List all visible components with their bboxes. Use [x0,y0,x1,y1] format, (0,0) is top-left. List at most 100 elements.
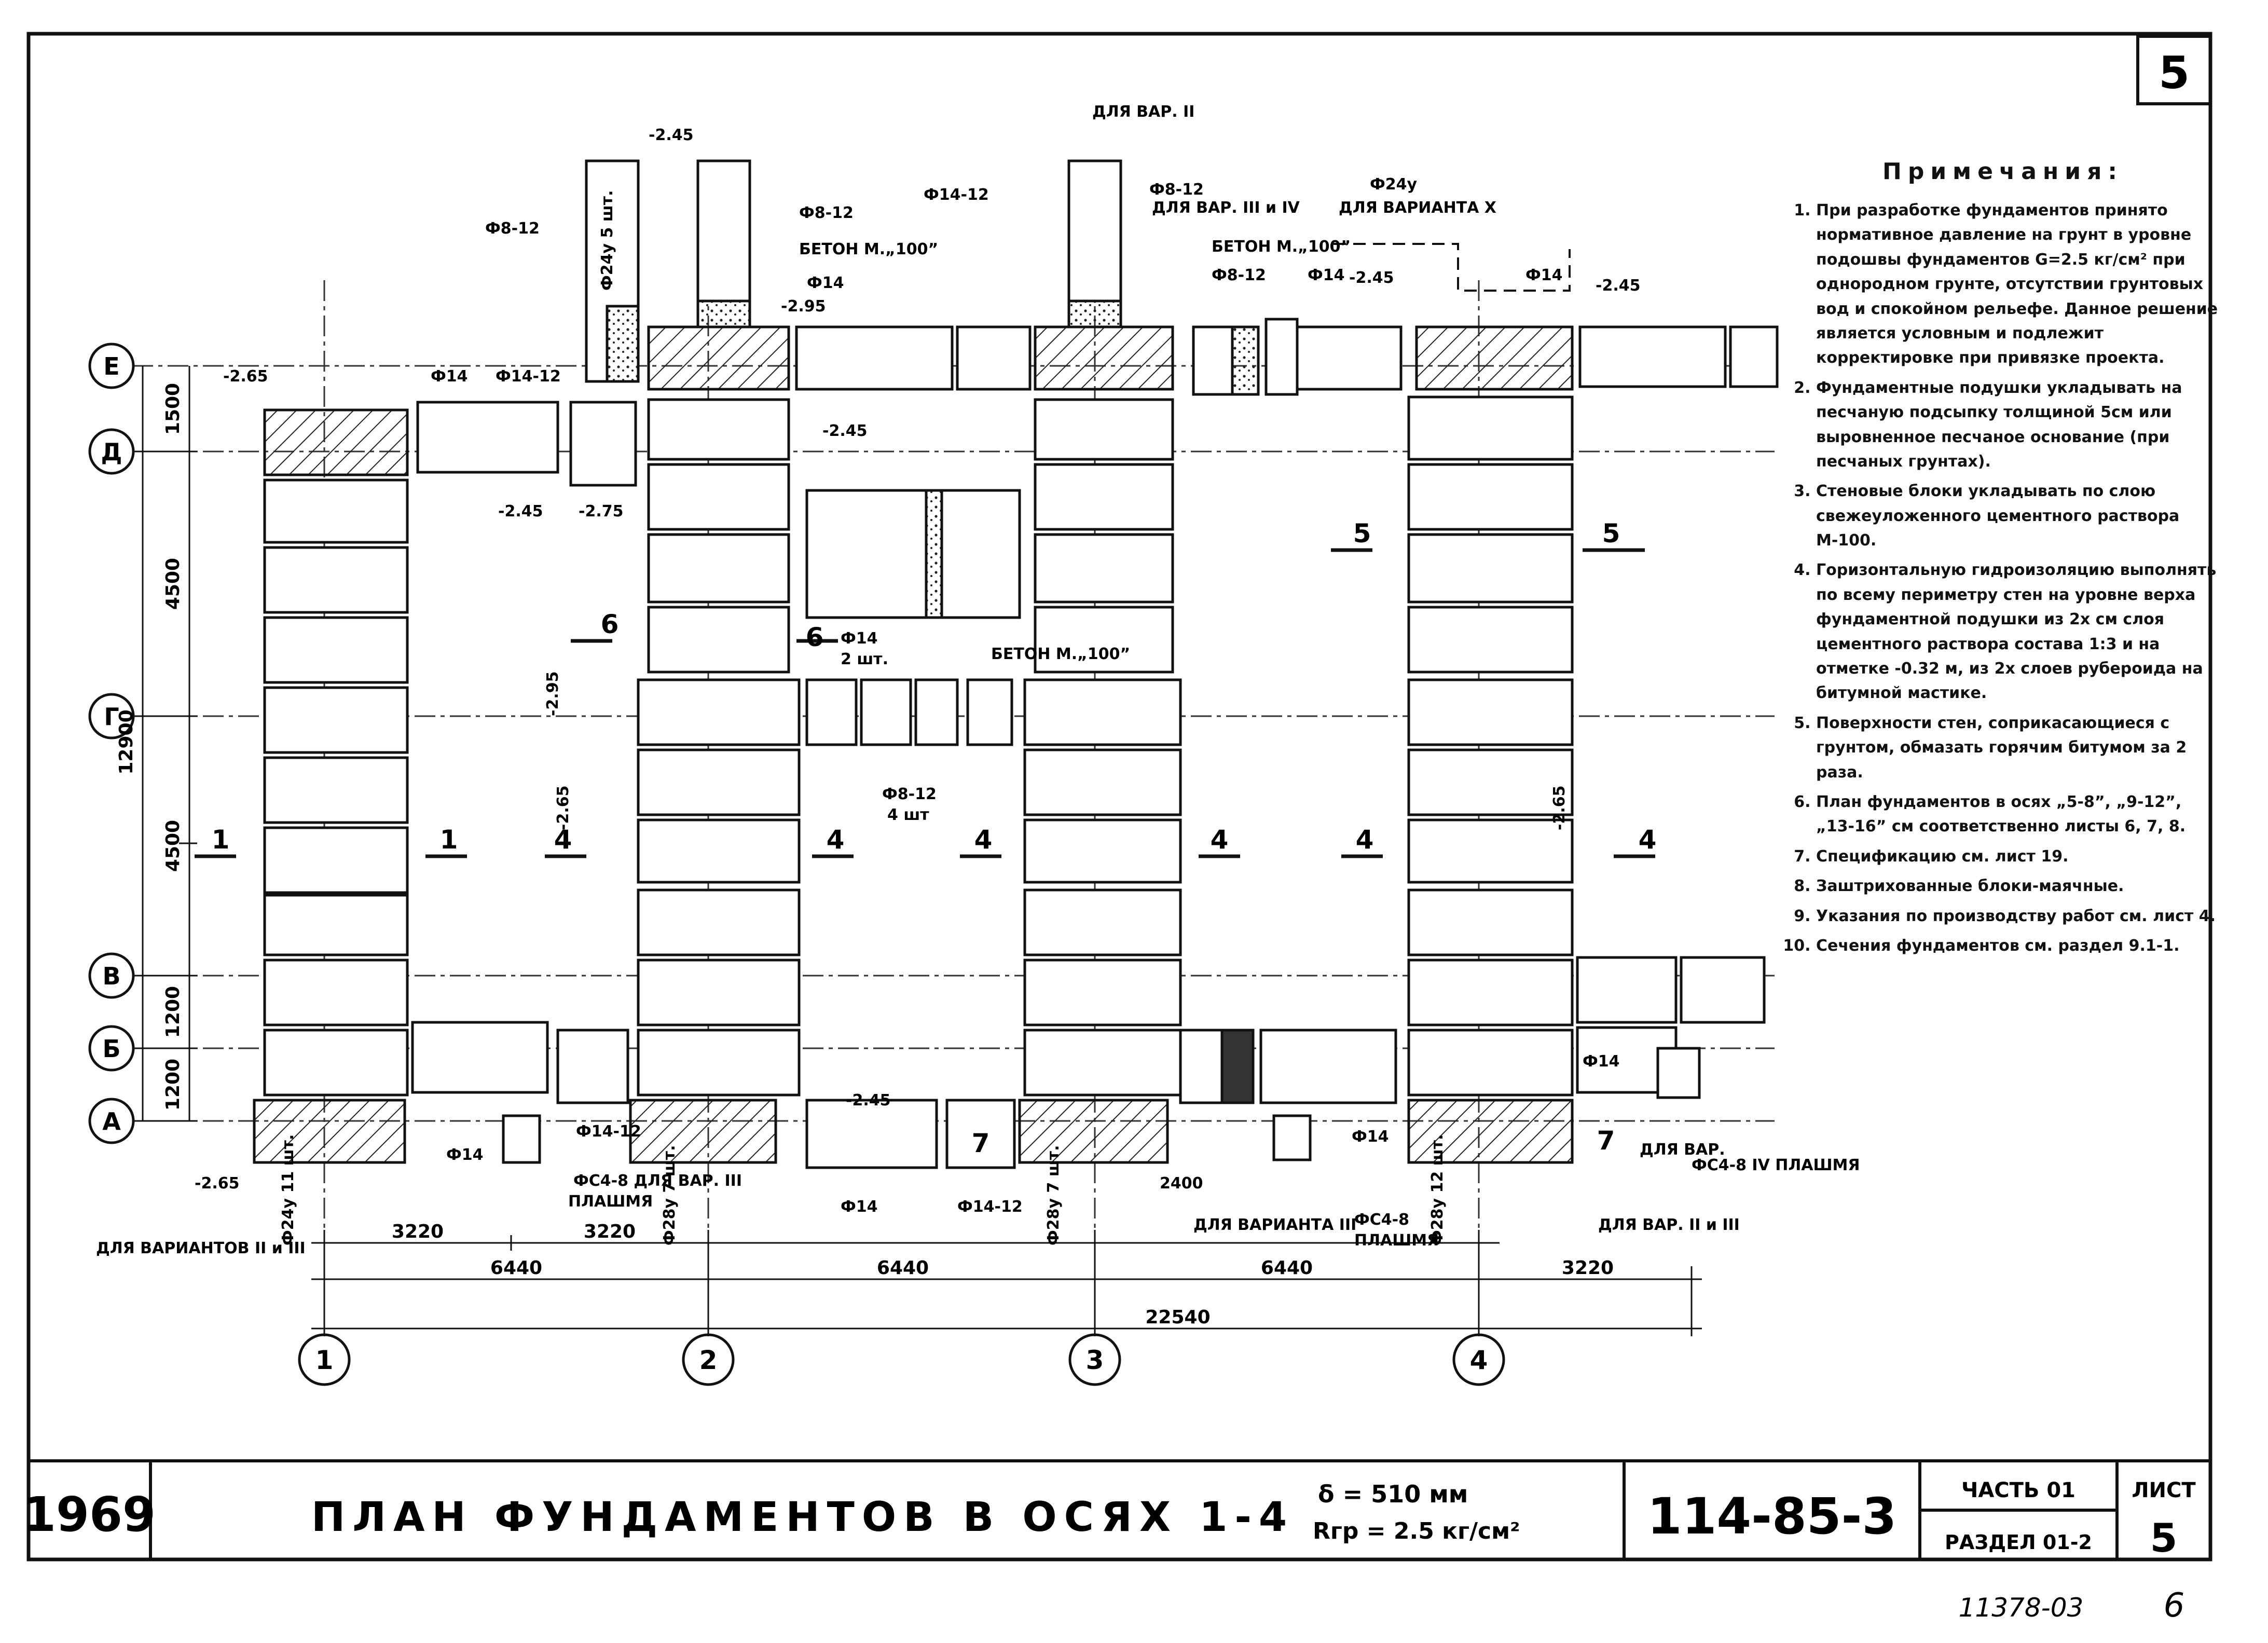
svg-text:-2.65: -2.65 [1550,786,1569,830]
svg-text:ДЛЯ ВАРИАНТА X: ДЛЯ ВАРИАНТА X [1339,199,1496,217]
svg-text:Ф14: Ф14 [841,1198,878,1216]
axis-b: Б [88,1025,135,1072]
marker-block [1034,325,1174,391]
svg-text:1: 1 [440,825,458,855]
title-block-text: 1969 ПЛАН ФУНДАМЕНТОВ В ОСЯХ 1-4 δ = 510… [23,1478,2196,1625]
note-item: План фундаментов в осях „5-8”, „9-12”, „… [1816,790,2221,839]
svg-text:А: А [102,1107,121,1135]
svg-text:-2.45: -2.45 [1596,277,1640,295]
axis-3: 3 [1068,1333,1121,1386]
svg-text:Ф8-12: Ф8-12 [485,220,540,238]
svg-text:Ф28у 12 шт.: Ф28у 12 шт. [1428,1134,1447,1245]
foundation-blocks [253,159,1779,1169]
notes-title: Примечания: [1882,158,2123,185]
svg-text:6: 6 [601,609,619,639]
note-item: Спецификацию см. лист 19. [1816,844,2221,869]
svg-text:Ф14: Ф14 [431,367,468,386]
marker-block [1407,1099,1574,1164]
plan-annotations: ДЛЯ ВАР. II -2.45 Ф8-12 Ф8-12 БЕТОН М.„1… [96,103,1860,1257]
svg-text:4: 4 [554,825,572,855]
svg-text:ДЛЯ ВАРИАНТА III: ДЛЯ ВАРИАНТА III [1193,1216,1356,1234]
svg-text:6440: 6440 [490,1257,542,1279]
svg-text:ФС4-8 ДЛЯ ВАР. III: ФС4-8 ДЛЯ ВАР. III [573,1172,742,1190]
svg-text:-2.45: -2.45 [846,1091,890,1110]
svg-text:4: 4 [827,825,845,855]
svg-text:Ф14: Ф14 [807,274,844,292]
svg-text:Ф24у: Ф24у [1370,175,1417,194]
svg-text:ПЛАН ФУНДАМЕНТОВ В ОСЯХ 1-4: ПЛАН ФУНДАМЕНТОВ В ОСЯХ 1-4 [311,1494,1294,1541]
svg-text:Ф8-12: Ф8-12 [1149,181,1204,199]
note-item: Заштрихованные блоки-маячные. [1816,874,2221,898]
svg-text:-2.45: -2.45 [498,502,543,521]
svg-text:2: 2 [699,1345,718,1375]
section-marks [195,548,1655,858]
note-item: При разработке фундаментов принято норма… [1816,198,2221,371]
svg-text:ДЛЯ ВАРИАНТОВ II и III: ДЛЯ ВАРИАНТОВ II и III [96,1239,306,1257]
svg-text:5: 5 [1353,518,1371,549]
svg-text:1: 1 [212,825,230,855]
svg-text:ЧАСТЬ 01: ЧАСТЬ 01 [1961,1478,2075,1502]
variant-outline [1334,243,1571,292]
svg-text:114-85-3: 114-85-3 [1647,1487,1896,1545]
svg-text:3: 3 [1086,1345,1104,1375]
notes-panel: Примечания: При разработке фундаментов п… [1785,158,2221,963]
svg-text:Ф14: Ф14 [841,629,878,648]
svg-text:1969: 1969 [23,1487,156,1542]
note-item: Фундаментные подушки укладывать на песча… [1816,376,2221,474]
svg-text:Ф28у 7 шт.: Ф28у 7 шт. [661,1145,679,1245]
svg-text:5: 5 [1602,518,1620,549]
svg-text:Ф8-12: Ф8-12 [799,204,854,222]
marker-block [263,408,409,476]
svg-text:ЛИСТ: ЛИСТ [2132,1478,2196,1502]
note-item: Стеновые блоки укладывать по слою свежеу… [1816,479,2221,553]
svg-text:ПЛАШМЯ: ПЛАШМЯ [568,1193,653,1211]
axis-v: В [88,952,135,999]
marker-block [1415,325,1574,391]
svg-text:-2.45: -2.45 [1349,269,1394,287]
svg-text:ДЛЯ ВАР. II: ДЛЯ ВАР. II [1092,103,1194,121]
notes-list: При разработке фундаментов принято норма… [1785,198,2221,958]
note-item: Сечения фундаментов см. раздел 9.1-1. [1816,934,2221,958]
svg-text:-2.45: -2.45 [822,422,867,440]
axis-a: А [88,1098,135,1144]
svg-text:4: 4 [1356,825,1374,855]
svg-text:Е: Е [103,352,119,380]
svg-text:2400: 2400 [1160,1174,1203,1193]
svg-text:1: 1 [315,1345,334,1375]
axis-g: Г [88,693,135,740]
svg-text:12900: 12900 [116,709,137,774]
svg-text:-2.65: -2.65 [554,786,572,830]
dimension-values: 3220 3220 6440 3220 6440 6440 22540 1500… [116,383,1614,1328]
svg-text:3220: 3220 [392,1221,444,1242]
svg-text:Ф14-12: Ф14-12 [924,186,989,204]
svg-text:ДЛЯ ВАР. III и IV: ДЛЯ ВАР. III и IV [1152,199,1300,217]
svg-text:БЕТОН М.„100”: БЕТОН М.„100” [799,240,938,258]
svg-text:Ф8-12: Ф8-12 [1212,266,1266,284]
dimension-lines [135,366,1702,1336]
marker-block [629,1099,777,1164]
svg-text:6440: 6440 [1261,1257,1313,1279]
svg-text:РАЗДЕЛ 01-2: РАЗДЕЛ 01-2 [1945,1531,2092,1554]
svg-text:2 шт.: 2 шт. [841,650,888,668]
row-axis-markers: Е Д Г В Б А [88,343,135,1144]
marker-block [253,1099,406,1164]
svg-text:3220: 3220 [584,1221,636,1242]
svg-text:6440: 6440 [877,1257,929,1279]
svg-text:7: 7 [1597,1126,1615,1156]
svg-text:22540: 22540 [1145,1307,1210,1328]
svg-text:5: 5 [2150,1515,2178,1561]
svg-text:-2.65: -2.65 [223,367,268,386]
svg-text:4: 4 [974,825,993,855]
axis-1: 1 [298,1333,351,1386]
svg-text:4: 4 [1639,825,1657,855]
svg-text:-2.95: -2.95 [544,672,562,716]
outer-frame [26,32,2212,1562]
marker-block [647,325,790,391]
svg-text:ДЛЯ ВАР.: ДЛЯ ВАР. [1640,1141,1725,1159]
svg-text:4: 4 [1470,1345,1488,1375]
svg-text:7: 7 [972,1128,990,1158]
axis-2: 2 [682,1333,735,1386]
svg-text:-2.65: -2.65 [195,1174,239,1193]
svg-text:ФС4-8 IV ПЛАШМЯ: ФС4-8 IV ПЛАШМЯ [1692,1156,1860,1174]
note-item: Указания по производству работ см. лист … [1816,904,2221,928]
